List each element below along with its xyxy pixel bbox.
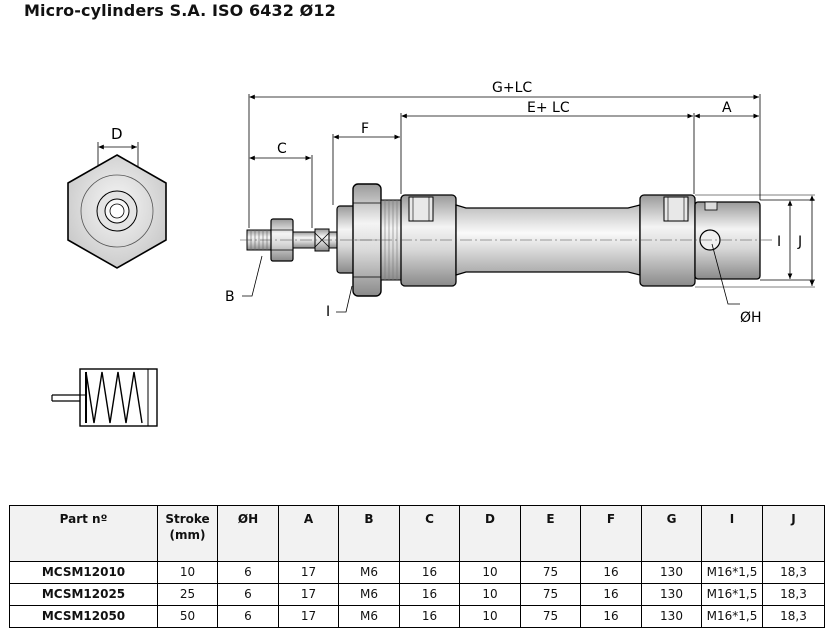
cell-c: 16	[399, 561, 460, 584]
header-oh: ØH	[217, 505, 279, 562]
cell-e: 75	[520, 583, 581, 606]
cylinder-side-view	[240, 183, 775, 297]
header-f: F	[580, 505, 642, 562]
technical-drawing: D	[51, 80, 815, 427]
cell-stroke: 50	[157, 605, 218, 628]
cell-a: 17	[278, 583, 339, 606]
header-i: I	[701, 505, 763, 562]
cell-g: 130	[641, 605, 702, 628]
cell-f: 16	[580, 561, 642, 584]
dim-label-a: A	[722, 100, 732, 116]
cell-e: 75	[520, 605, 581, 628]
header-d: D	[459, 505, 521, 562]
dim-label-i: I	[777, 234, 781, 250]
table-row: MCSM12010 10 6 17 M6 16 10 75 16 130 M16…	[9, 561, 825, 584]
dim-label-b: B	[225, 289, 235, 305]
cell-i: M16*1,5	[701, 561, 763, 584]
cell-g: 130	[641, 583, 702, 606]
table-header-row: Part nº Stroke(mm) ØH A B C D E F G I J	[9, 505, 825, 562]
cell-part-no: MCSM12010	[9, 561, 158, 584]
cell-part-no: MCSM12025	[9, 583, 158, 606]
dimension-lines	[242, 94, 815, 313]
header-c: C	[399, 505, 460, 562]
header-e: E	[520, 505, 581, 562]
page-title: Micro-cylinders S.A. ISO 6432 Ø12	[24, 1, 336, 20]
cell-j: 18,3	[762, 605, 825, 628]
cell-oh: 6	[217, 561, 279, 584]
cell-i: M16*1,5	[701, 583, 763, 606]
dim-label-c: C	[277, 141, 287, 157]
cell-b: M6	[338, 561, 400, 584]
cell-f: 16	[580, 605, 642, 628]
cell-oh: 6	[217, 605, 279, 628]
cell-stroke: 10	[157, 561, 218, 584]
cell-d: 10	[459, 561, 521, 584]
specification-table: Part nº Stroke(mm) ØH A B C D E F G I J …	[9, 505, 825, 628]
cell-part-no: MCSM12050	[9, 605, 158, 628]
cell-a: 17	[278, 605, 339, 628]
header-part-no: Part nº	[9, 505, 158, 562]
cell-d: 10	[459, 605, 521, 628]
dim-label-j: J	[797, 234, 802, 250]
cell-c: 16	[399, 583, 460, 606]
cell-j: 18,3	[762, 561, 825, 584]
dim-label-g-lc: G+LC	[492, 80, 532, 96]
cell-stroke: 25	[157, 583, 218, 606]
dim-label-i-nut: I	[326, 304, 330, 320]
header-g: G	[641, 505, 702, 562]
cell-i: M16*1,5	[701, 605, 763, 628]
cell-a: 17	[278, 561, 339, 584]
hex-end-view-icon	[67, 142, 167, 269]
dim-label-oh: ØH	[740, 310, 762, 326]
cell-oh: 6	[217, 583, 279, 606]
header-a: A	[278, 505, 339, 562]
cell-b: M6	[338, 605, 400, 628]
header-j: J	[762, 505, 825, 562]
cell-f: 16	[580, 583, 642, 606]
header-stroke: Stroke(mm)	[157, 505, 218, 562]
dim-label-f: F	[361, 121, 369, 137]
cell-j: 18,3	[762, 583, 825, 606]
dim-label-d: D	[111, 125, 123, 143]
header-b: B	[338, 505, 400, 562]
cell-c: 16	[399, 605, 460, 628]
table-row: MCSM12050 50 6 17 M6 16 10 75 16 130 M16…	[9, 605, 825, 628]
cell-g: 130	[641, 561, 702, 584]
cell-e: 75	[520, 561, 581, 584]
table-row: MCSM12025 25 6 17 M6 16 10 75 16 130 M16…	[9, 583, 825, 606]
spring-return-symbol-icon	[51, 368, 158, 427]
cell-b: M6	[338, 583, 400, 606]
dim-label-e-lc: E+ LC	[527, 100, 570, 116]
cell-d: 10	[459, 583, 521, 606]
